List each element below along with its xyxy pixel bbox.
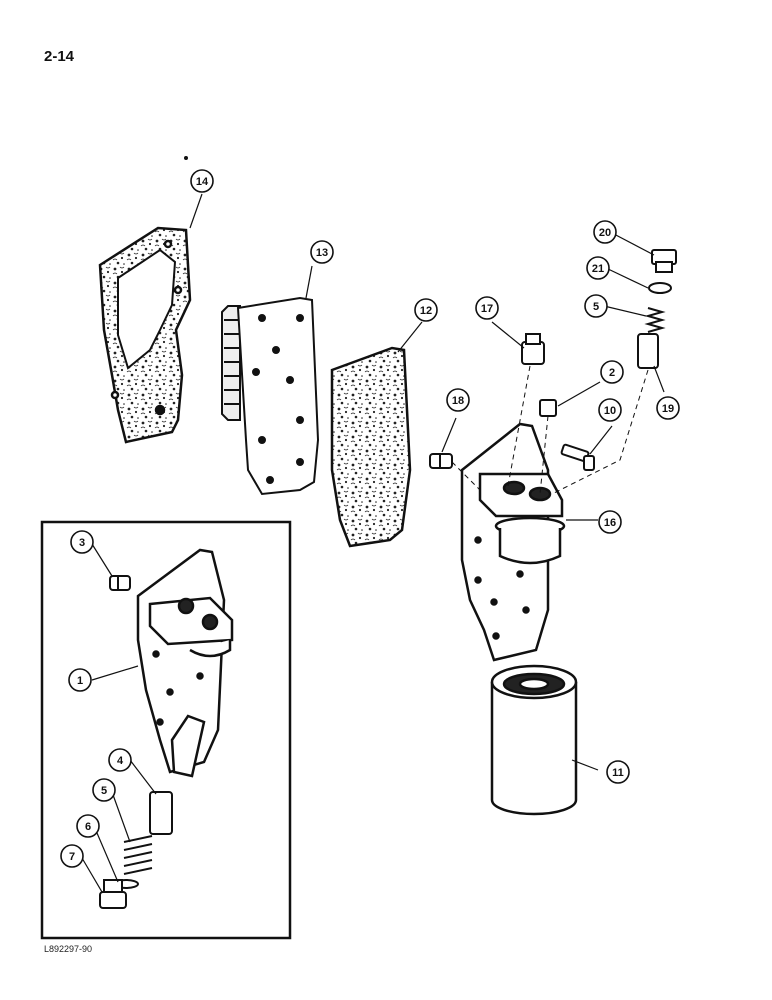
callout-4: 4 (108, 748, 132, 772)
callout-circle (446, 388, 470, 412)
callout-5: 5 (584, 294, 608, 318)
callout-label: 3 (79, 537, 85, 549)
leader-lines (189, 193, 665, 771)
callout-circle (593, 220, 617, 244)
spring (644, 307, 666, 333)
callout-label: 11 (612, 767, 624, 779)
o-ring (648, 282, 672, 294)
callout-circle (598, 398, 622, 422)
callout-circle (76, 814, 100, 838)
callout-label: 4 (117, 755, 124, 767)
callout-label: 10 (604, 405, 616, 417)
callout-label: 20 (599, 227, 611, 239)
callout-label: 21 (592, 263, 604, 275)
callout-circle (92, 778, 116, 802)
callout-label: 17 (481, 303, 493, 315)
callout-circle (60, 844, 84, 868)
callout-circle (310, 240, 334, 264)
callout-circle (584, 294, 608, 318)
callout-7: 7 (60, 844, 84, 868)
figure-id: L892297-90 (44, 944, 93, 954)
plug-cap-inset (99, 879, 127, 909)
callout-19: 19 (656, 396, 680, 420)
callout-label: 5 (593, 301, 599, 313)
callout-5: 5 (92, 778, 116, 802)
callout-17: 17 (475, 296, 499, 320)
callout-circle (68, 668, 92, 692)
callout-label: 12 (420, 305, 432, 317)
valve (637, 333, 659, 369)
callout-circle (586, 256, 610, 280)
callout-2: 2 (600, 360, 624, 384)
callout-3: 3 (70, 530, 94, 554)
bolt (560, 443, 595, 471)
callout-label: 5 (101, 785, 107, 797)
spring-inset (123, 835, 153, 875)
callout-label: 19 (662, 403, 674, 415)
callout-label: 2 (609, 367, 615, 379)
callout-16: 16 (598, 510, 622, 534)
callout-label: 1 (77, 675, 83, 687)
plug-inset (109, 575, 131, 591)
leader-lines-inset (81, 543, 157, 893)
callout-circle (600, 360, 624, 384)
callout-21: 21 (586, 256, 610, 280)
plug (651, 249, 677, 273)
callout-6: 6 (76, 814, 100, 838)
gasket-large (98, 226, 192, 444)
callout-13: 13 (310, 240, 334, 264)
inset-frame (40, 520, 292, 940)
callout-10: 10 (598, 398, 622, 422)
callout-label: 14 (196, 176, 209, 188)
callout-1: 1 (68, 668, 92, 692)
valve-inset (149, 791, 173, 835)
callout-label: 7 (69, 851, 75, 863)
callout-circle (414, 298, 438, 322)
callout-circle (475, 296, 499, 320)
callout-label: 18 (452, 395, 464, 407)
stray-mark (184, 156, 188, 160)
filter-head (460, 422, 566, 662)
callout-label: 6 (85, 821, 91, 833)
callout-20: 20 (593, 220, 617, 244)
oil-cooler-core (221, 296, 320, 496)
gasket-cooler (330, 346, 412, 548)
oil-filter (490, 664, 578, 816)
callout-circle (70, 530, 94, 554)
callout-circle (606, 760, 630, 784)
fitting (521, 333, 545, 365)
plug-small (539, 399, 557, 417)
page-number: 2-14 (44, 48, 75, 65)
callout-circle (598, 510, 622, 534)
callout-label: 16 (604, 517, 616, 529)
callout-circle (190, 169, 214, 193)
callout-label: 13 (316, 247, 328, 259)
callout-circle (108, 748, 132, 772)
callout-11: 11 (606, 760, 630, 784)
plug-side (429, 453, 453, 469)
callout-18: 18 (446, 388, 470, 412)
callout-14: 14 (190, 169, 214, 193)
filter-head-inset (136, 548, 234, 778)
callout-12: 12 (414, 298, 438, 322)
callout-circle (656, 396, 680, 420)
alignment-lines (451, 365, 649, 495)
